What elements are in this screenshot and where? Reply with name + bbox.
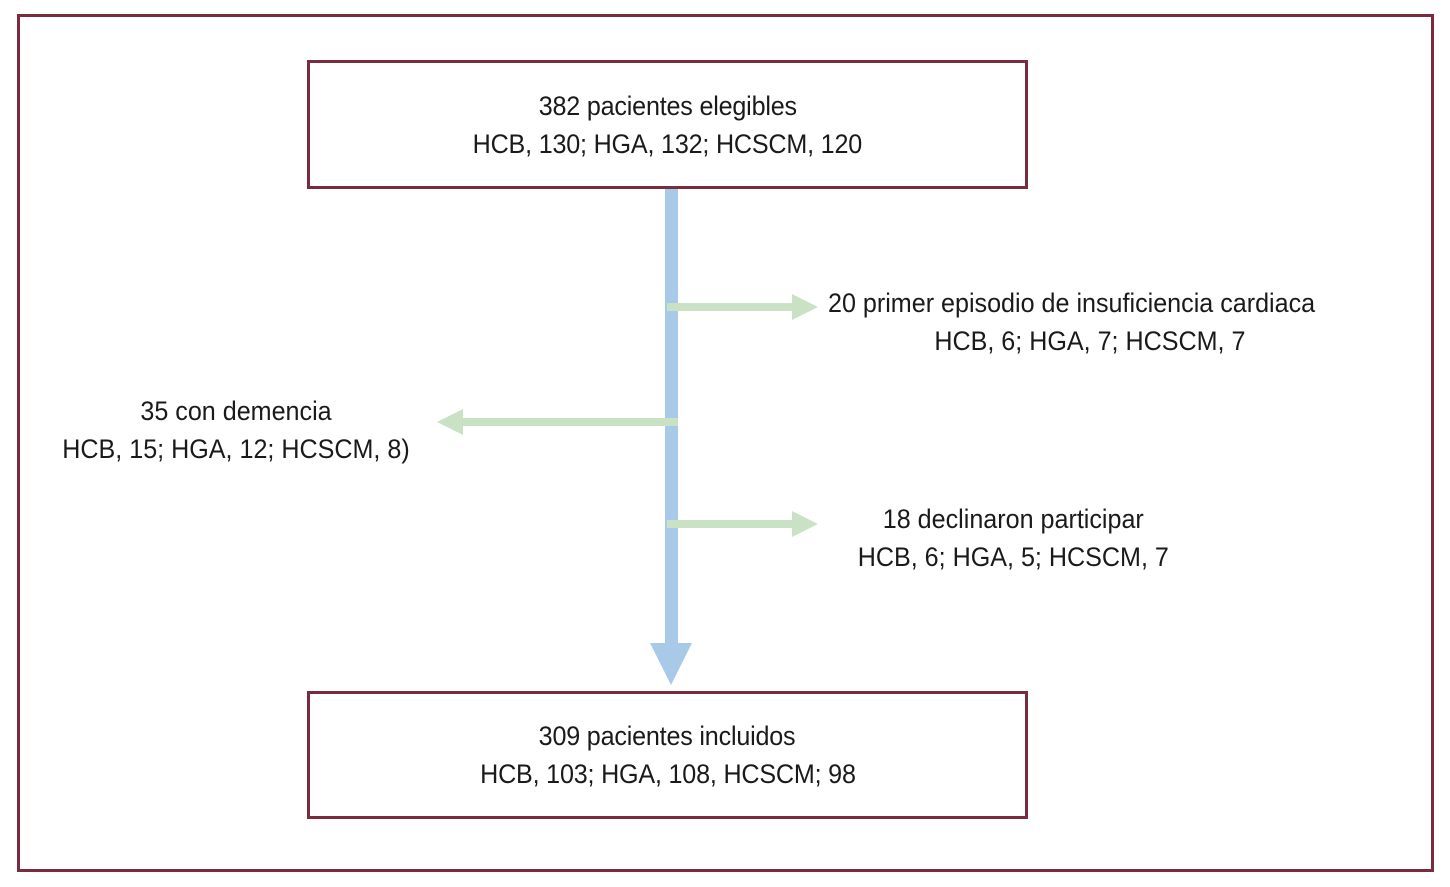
main-flow-arrow-shaft [665,189,678,645]
arrow-right-icon [792,511,818,537]
exclusion-hf-line2: HCB, 6; HGA, 7; HCSCM, 7 [934,326,1246,356]
node-eligible-line2: HCB, 130; HGA, 132; HCSCM, 120 [472,128,863,159]
exclusion-declined-line1: 18 declinaron participar [882,504,1144,534]
node-eligible-patients: 382 pacientes elegibles HCB, 130; HGA, 1… [307,60,1028,189]
exclusion-dementia-line2: HCB, 15; HGA, 12; HCSCM, 8) [62,434,410,464]
node-included-line2: HCB, 103; HGA, 108, HCSCM; 98 [479,759,856,789]
branch-arrow-dementia [437,409,678,435]
node-included-patients: 309 pacientes incluidos HCB, 103; HGA, 1… [307,691,1028,819]
arrow-left-icon [437,409,463,435]
node-included-line1: 309 pacientes incluidos [539,721,796,751]
exclusion-dementia-line1: 35 con demencia [140,396,332,426]
exclusion-label-dementia: 35 con demencia HCB, 15; HGA, 12; HCSCM,… [36,392,436,468]
exclusion-label-heart-failure: 20 primer episodio de insuficiencia card… [828,284,1352,360]
arrow-right-icon [792,294,818,320]
main-flow-arrowhead-icon [650,643,692,685]
exclusion-declined-line2: HCB, 6; HGA, 5; HCSCM, 7 [857,542,1169,572]
branch-arrow-declined [667,511,820,537]
branch-shaft [667,303,794,311]
exclusion-label-declined: 18 declinaron participar HCB, 6; HGA, 5;… [846,500,1181,576]
branch-shaft [463,418,678,426]
branch-shaft [667,520,794,528]
node-eligible-line1: 382 pacientes elegibles [538,90,797,121]
exclusion-hf-line1: 20 primer episodio de insuficiencia card… [828,288,1316,318]
branch-arrow-heart-failure [667,294,820,320]
